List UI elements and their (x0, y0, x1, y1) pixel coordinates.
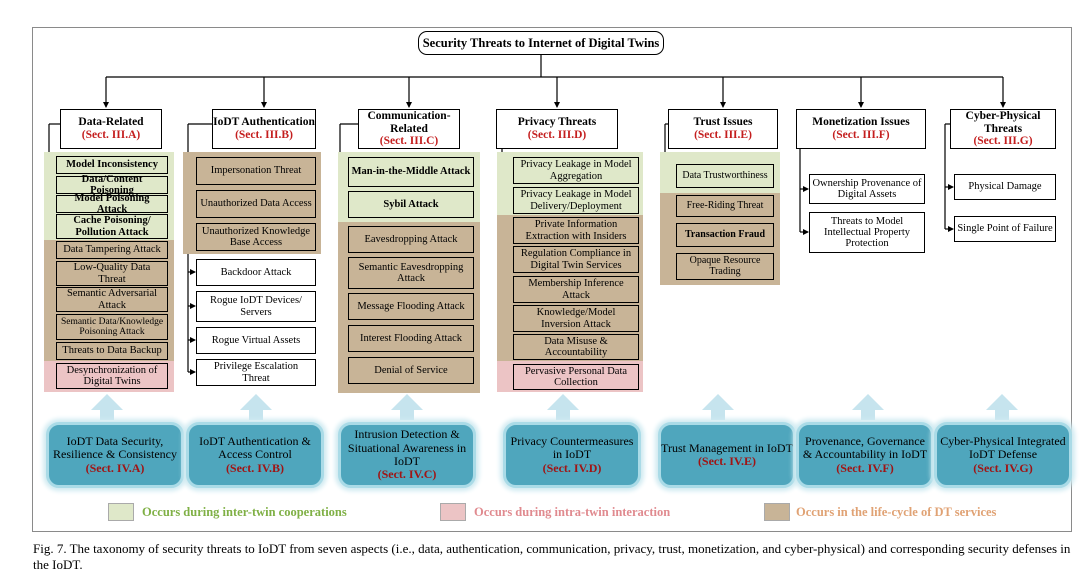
category-monetization-issues: Monetization Issues(Sect. III.F) (796, 109, 926, 149)
threat-item: Unauthorized Data Access (196, 190, 316, 218)
threat-item: Private Information Extraction with Insi… (513, 217, 639, 244)
legend-swatch-inter-twin (108, 503, 134, 521)
category-iodt-authentication: IoDT Authentication(Sect. III.B) (212, 109, 316, 149)
up-arrow-icon (91, 394, 123, 420)
band-inter-twin (660, 152, 780, 193)
up-arrow-icon (547, 394, 579, 420)
threat-item: Physical Damage (954, 174, 1056, 200)
threat-item: Denial of Service (348, 357, 474, 384)
band-lifecycle (660, 193, 780, 285)
threat-item: Threats to Model Intellectual Property P… (809, 212, 925, 253)
threat-item: Free-Riding Threat (676, 195, 774, 217)
threat-item: Eavesdropping Attack (348, 226, 474, 253)
up-arrow-icon (852, 394, 884, 420)
threat-item: Sybil Attack (348, 191, 474, 218)
threat-item: Membership Inference Attack (513, 276, 639, 303)
threat-item: Privacy Leakage in Model Delivery/Deploy… (513, 187, 639, 214)
category-cyber-physical-threats: Cyber-Physical Threats(Sect. III.G) (950, 109, 1056, 149)
threat-item: Low-Quality Data Threat (56, 261, 168, 286)
threat-item: Model Poisoning Attack (56, 193, 168, 215)
threat-item: Man-in-the-Middle Attack (348, 157, 474, 187)
threat-item: Semantic Data/Knowledge Poisoning Attack (56, 314, 168, 340)
band-lifecycle (44, 240, 174, 361)
threat-item: Data Tampering Attack (56, 241, 168, 259)
category-communication-related: Communication-Related(Sect. III.C) (358, 109, 460, 149)
threat-item: Semantic Eavesdropping Attack (348, 257, 474, 289)
legend-swatch-intra-twin (440, 503, 466, 521)
up-arrow-icon (986, 394, 1018, 420)
threat-item: Regulation Compliance in Digital Twin Se… (513, 246, 639, 273)
figure-caption: Fig. 7. The taxonomy of security threats… (33, 541, 1071, 572)
threat-item: Single Point of Failure (954, 216, 1056, 242)
defense-box: IoDT Authentication & Access Control(Sec… (186, 422, 324, 488)
category-data-related: Data-Related(Sect. III.A) (60, 109, 162, 149)
band-inter-twin (338, 152, 480, 222)
diagram-title: Security Threats to Internet of Digital … (418, 31, 664, 55)
defense-box: Provenance, Governance & Accountability … (796, 422, 934, 488)
defense-box: Intrusion Detection & Situational Awaren… (338, 422, 476, 488)
threat-item: Desynchronization of Digital Twins (56, 363, 168, 389)
band-intra-twin (44, 361, 174, 392)
legend-label-inter-twin: Occurs during inter-twin cooperations (142, 505, 347, 519)
band-intra-twin (497, 361, 643, 392)
threat-item: Backdoor Attack (196, 259, 316, 286)
threat-item: Semantic Adversarial Attack (56, 287, 168, 312)
threat-item: Message Flooding Attack (348, 293, 474, 320)
threat-item: Privilege Escalation Threat (196, 359, 316, 386)
legend-label-intra-twin: Occurs during intra-twin interaction (474, 505, 671, 519)
threat-item: Unauthorized Knowledge Base Access (196, 223, 316, 251)
category-privacy-threats: Privacy Threats(Sect. III.D) (496, 109, 618, 149)
defense-box: Privacy Countermeasures in IoDT(Sect. IV… (503, 422, 641, 488)
threat-item: Interest Flooding Attack (348, 325, 474, 352)
threat-item: Opaque Resource Trading (676, 253, 774, 280)
defense-box: Trust Management in IoDT(Sect. IV.E) (658, 422, 796, 488)
up-arrow-icon (702, 394, 734, 420)
band-inter-twin (44, 152, 174, 240)
legend-swatch-lifecycle (764, 503, 790, 521)
defense-box: Cyber-Physical Integrated IoDT Defense(S… (934, 422, 1072, 488)
threat-item: Data Trustworthiness (676, 164, 774, 188)
threat-item: Pervasive Personal Data Collection (513, 364, 639, 390)
threat-item: Model Inconsistency (56, 156, 168, 174)
category-trust-issues: Trust Issues(Sect. III.E) (668, 109, 778, 149)
threat-item: Cache Poisoning/ Pollution Attack (56, 214, 168, 239)
up-arrow-icon (240, 394, 272, 420)
defense-box: IoDT Data Security, Resilience & Consist… (46, 422, 184, 488)
threat-item: Privacy Leakage in Model Aggregation (513, 157, 639, 184)
threat-item: Ownership Provenance of Digital Assets (809, 174, 925, 204)
band-lifecycle (338, 222, 480, 393)
figure-frame (32, 27, 1072, 532)
threat-item: Rogue Virtual Assets (196, 327, 316, 354)
threat-item: Transaction Fraud (676, 223, 774, 247)
legend-label-lifecycle: Occurs in the life-cycle of DT services (796, 505, 997, 519)
threat-item: Rogue IoDT Devices/ Servers (196, 291, 316, 322)
threat-item: Threats to Data Backup (56, 342, 168, 360)
band-lifecycle (183, 152, 321, 254)
up-arrow-icon (391, 394, 423, 420)
threat-item: Knowledge/Model Inversion Attack (513, 305, 639, 332)
band-lifecycle (497, 215, 643, 361)
threat-item: Data/Content Poisoning (56, 174, 168, 196)
threat-item: Data Misuse & Accountability (513, 334, 639, 360)
threat-item: Impersonation Threat (196, 157, 316, 185)
